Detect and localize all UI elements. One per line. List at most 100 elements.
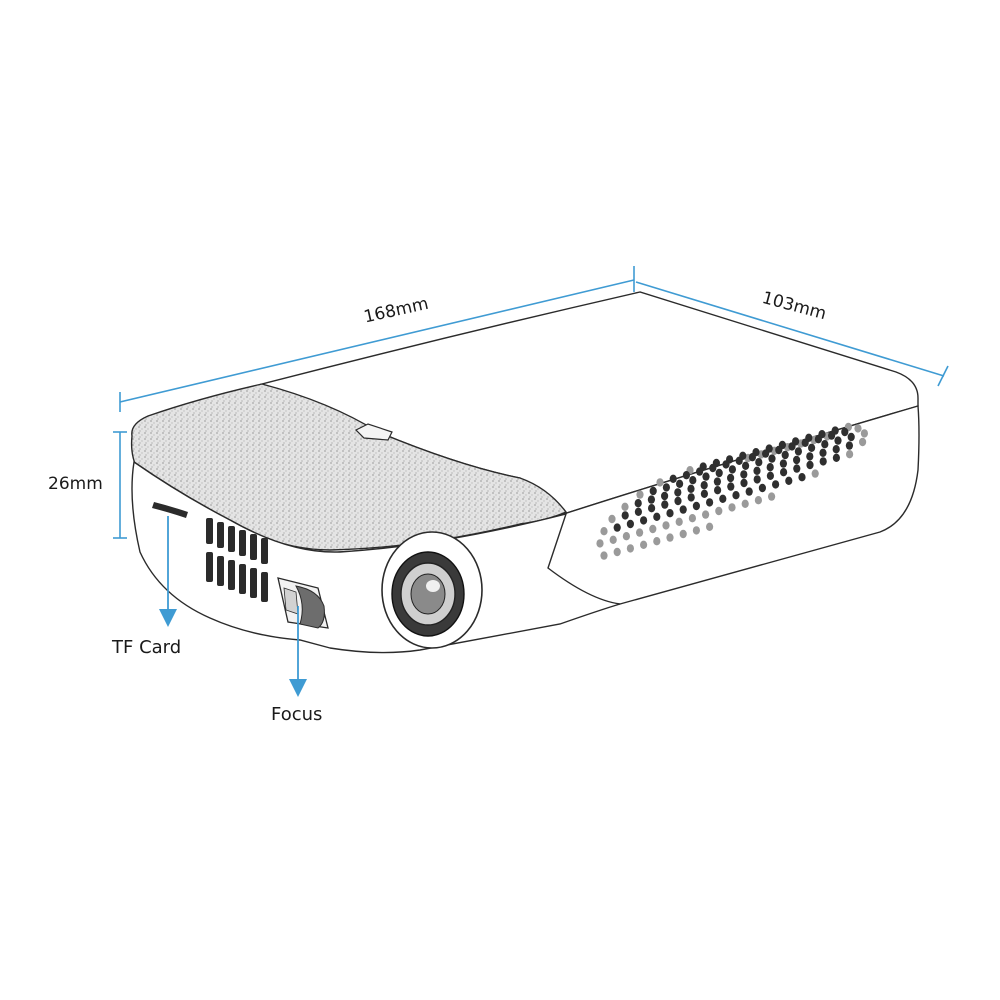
vent-hole <box>702 472 710 481</box>
vent-hole <box>653 512 661 521</box>
vent-hole <box>674 496 682 506</box>
vent-hole <box>692 501 701 511</box>
vent-hole <box>653 537 661 546</box>
vent-hole <box>661 500 669 509</box>
vent-hole <box>640 540 648 549</box>
vent-hole <box>613 547 621 557</box>
vent-hole <box>621 511 629 520</box>
vent-hole <box>748 453 757 462</box>
front-vent-grille <box>206 518 268 602</box>
vent-hole <box>692 526 701 535</box>
vent-hole <box>676 479 684 488</box>
vent-hole <box>819 457 827 466</box>
vent-hole <box>715 468 723 478</box>
vent-hole <box>753 466 761 475</box>
vent-hole <box>854 424 862 433</box>
vent-hole <box>801 438 809 447</box>
vent-hole <box>798 473 806 482</box>
vent-hole <box>859 437 867 447</box>
focus-wheel <box>277 577 329 629</box>
tf-card-slot <box>152 502 188 518</box>
vent-hole <box>806 452 814 461</box>
vent-hole <box>834 436 842 445</box>
vent-hole <box>706 522 714 531</box>
focus-label: Focus <box>271 704 323 725</box>
vent-hole <box>727 482 735 491</box>
vent-hole <box>732 491 740 500</box>
vent-hole <box>714 486 722 495</box>
vent-hole <box>846 450 854 459</box>
vent-hole <box>845 441 854 450</box>
vent-hole <box>806 460 814 470</box>
vent-hole <box>609 535 617 544</box>
vent-hole <box>740 478 748 488</box>
vent-hole <box>728 503 736 512</box>
vent-hole <box>634 499 642 508</box>
vent-hole <box>649 486 657 496</box>
vent-hole <box>766 463 774 472</box>
vent-hole <box>832 453 841 462</box>
vent-hole <box>688 514 697 523</box>
vent-hole <box>706 498 714 507</box>
vent-hole <box>742 461 750 470</box>
vent-hole <box>621 502 629 511</box>
vent-hole <box>700 481 708 490</box>
vent-hole <box>766 471 775 480</box>
vent-hole <box>728 465 737 474</box>
vent-hole <box>626 544 635 553</box>
vent-hole <box>634 507 643 516</box>
vent-hole <box>649 524 657 534</box>
vent-hole <box>754 496 763 505</box>
front-face <box>131 460 621 654</box>
vent-hole <box>793 455 801 465</box>
vent-hole <box>656 478 664 487</box>
vent-hole <box>741 499 749 508</box>
vent-hole <box>768 492 776 501</box>
vent-hole <box>666 533 674 542</box>
vent-hole <box>755 458 763 467</box>
vent-hole <box>727 473 735 483</box>
vent-hole <box>794 447 803 456</box>
vent-hole <box>662 483 671 492</box>
vent-hole <box>702 510 710 519</box>
dimension-length-line <box>119 266 635 412</box>
top-button <box>354 423 393 441</box>
vent-hole <box>811 469 819 478</box>
vent-hole <box>687 484 695 493</box>
vent-hole <box>814 435 823 444</box>
vent-hole <box>640 516 648 525</box>
vent-hole <box>715 506 723 516</box>
vent-hole <box>613 523 621 532</box>
vent-hole <box>780 468 788 477</box>
side-vent-holes <box>596 422 869 560</box>
vent-hole <box>675 517 683 526</box>
vent-hole <box>821 440 829 449</box>
vent-hole <box>636 528 644 537</box>
vent-hole <box>679 505 687 514</box>
vent-hole <box>775 445 783 455</box>
vent-hole <box>779 459 788 468</box>
vent-hole <box>793 464 801 473</box>
vent-hole <box>788 442 796 451</box>
vent-hole <box>762 449 770 458</box>
lens <box>381 531 483 649</box>
dimension-width-line <box>635 281 949 387</box>
vent-hole <box>828 431 836 440</box>
vent-hole <box>819 448 827 457</box>
vent-hole <box>740 470 748 479</box>
vent-hole <box>709 463 717 473</box>
vent-hole <box>626 519 635 529</box>
vent-hole <box>662 521 670 530</box>
dimension-height-line <box>113 431 127 539</box>
vent-hole <box>696 467 704 476</box>
vent-hole <box>647 495 656 504</box>
vent-hole <box>722 460 730 469</box>
vent-hole <box>808 443 816 452</box>
vent-hole <box>781 450 789 460</box>
vent-hole <box>735 456 743 465</box>
vent-hole <box>832 445 840 454</box>
vent-hole <box>622 532 631 541</box>
vent-hole <box>687 493 695 502</box>
vent-hole <box>772 480 780 489</box>
